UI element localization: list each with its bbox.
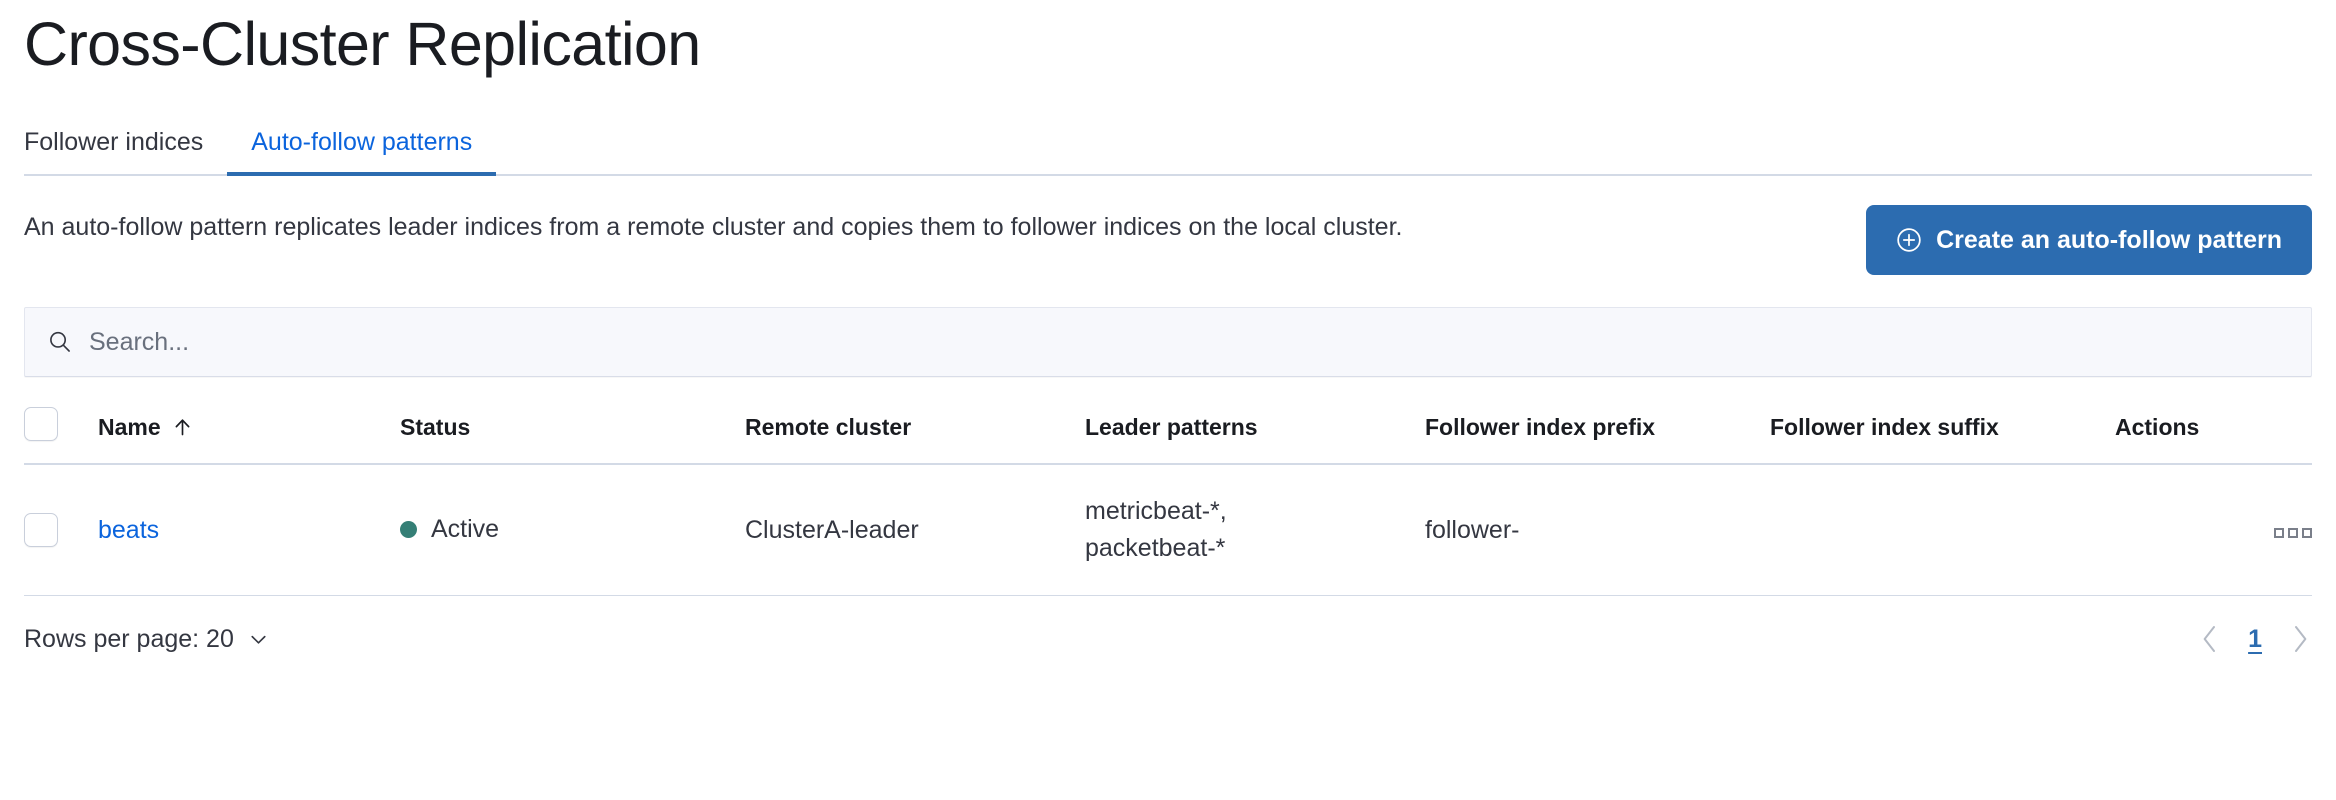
search-icon [50, 331, 70, 352]
column-header-follower-index-suffix-label: Follower index suffix [1770, 414, 1999, 440]
pagination-page-1[interactable]: 1 [2248, 624, 2262, 653]
description-text: An auto-follow pattern replicates leader… [24, 213, 1403, 241]
status-dot-icon [400, 521, 417, 538]
rows-per-page-selector[interactable]: Rows per page: 20 [24, 625, 270, 654]
page-title: Cross-Cluster Replication [24, 10, 701, 78]
search-bar[interactable] [24, 307, 2312, 377]
rows-per-page-label: Rows per page: 20 [24, 624, 234, 653]
leader-pattern-line: metricbeat-*, [1085, 497, 1227, 525]
cell-status: Active [400, 464, 745, 596]
pattern-name-link[interactable]: beats [98, 515, 160, 544]
plus-in-circle-icon [1897, 228, 1921, 252]
column-header-actions: Actions [2115, 407, 2312, 465]
status-label: Active [431, 515, 500, 543]
tab-bar: Follower indices Auto-follow patterns [24, 114, 2312, 176]
table-head: Name Status Remote cluster Leader patter… [24, 407, 2312, 465]
description-row: An auto-follow pattern replicates leader… [24, 205, 2312, 275]
search-input[interactable] [89, 308, 2289, 376]
more-actions-icon[interactable] [2274, 523, 2312, 542]
column-header-remote-cluster-label: Remote cluster [745, 414, 912, 440]
column-header-name[interactable]: Name [98, 407, 400, 465]
select-all-checkbox[interactable] [24, 407, 58, 441]
table-footer: Rows per page: 20 1 [24, 623, 2312, 655]
column-header-leader-patterns[interactable]: Leader patterns [1085, 407, 1425, 465]
table-body: beats Active ClusterA-leader metricbeat-… [24, 464, 2312, 596]
chevron-right-icon[interactable] [2288, 623, 2312, 655]
column-header-follower-index-prefix-label: Follower index prefix [1425, 414, 1656, 440]
leader-pattern-line: packetbeat-* [1085, 534, 1226, 562]
cell-name: beats [98, 464, 400, 596]
column-header-follower-index-prefix[interactable]: Follower index prefix [1425, 407, 1770, 465]
cell-follower-index-suffix [1770, 464, 2115, 596]
row-select-cell [24, 464, 98, 596]
column-header-status[interactable]: Status [400, 407, 745, 465]
auto-follow-patterns-table: Name Status Remote cluster Leader patter… [24, 407, 2312, 596]
cell-remote-cluster: ClusterA-leader [745, 464, 1085, 596]
select-all-header [24, 407, 98, 465]
tab-auto-follow-patterns[interactable]: Auto-follow patterns [227, 130, 497, 176]
pagination: 1 [2198, 623, 2312, 655]
column-header-remote-cluster[interactable]: Remote cluster [745, 407, 1085, 465]
chevron-left-icon[interactable] [2198, 623, 2222, 655]
cell-follower-index-prefix: follower- [1425, 464, 1770, 596]
column-header-leader-patterns-label: Leader patterns [1085, 414, 1258, 440]
create-button-label: Create an auto-follow pattern [1936, 225, 2282, 254]
cell-actions [2115, 464, 2312, 596]
column-header-status-label: Status [400, 414, 471, 440]
chevron-down-icon [251, 635, 266, 644]
cell-leader-patterns: metricbeat-*, packetbeat-* [1085, 464, 1425, 596]
column-header-actions-label: Actions [2115, 414, 2200, 440]
column-header-name-label: Name [98, 414, 161, 440]
table-row: beats Active ClusterA-leader metricbeat-… [24, 464, 2312, 596]
arrow-up-icon [175, 419, 190, 436]
tab-follower-indices[interactable]: Follower indices [24, 130, 227, 174]
create-auto-follow-pattern-button[interactable]: Create an auto-follow pattern [1866, 205, 2312, 275]
table-header-row: Name Status Remote cluster Leader patter… [24, 407, 2312, 465]
column-header-follower-index-suffix[interactable]: Follower index suffix [1770, 407, 2115, 465]
row-checkbox[interactable] [24, 513, 58, 547]
